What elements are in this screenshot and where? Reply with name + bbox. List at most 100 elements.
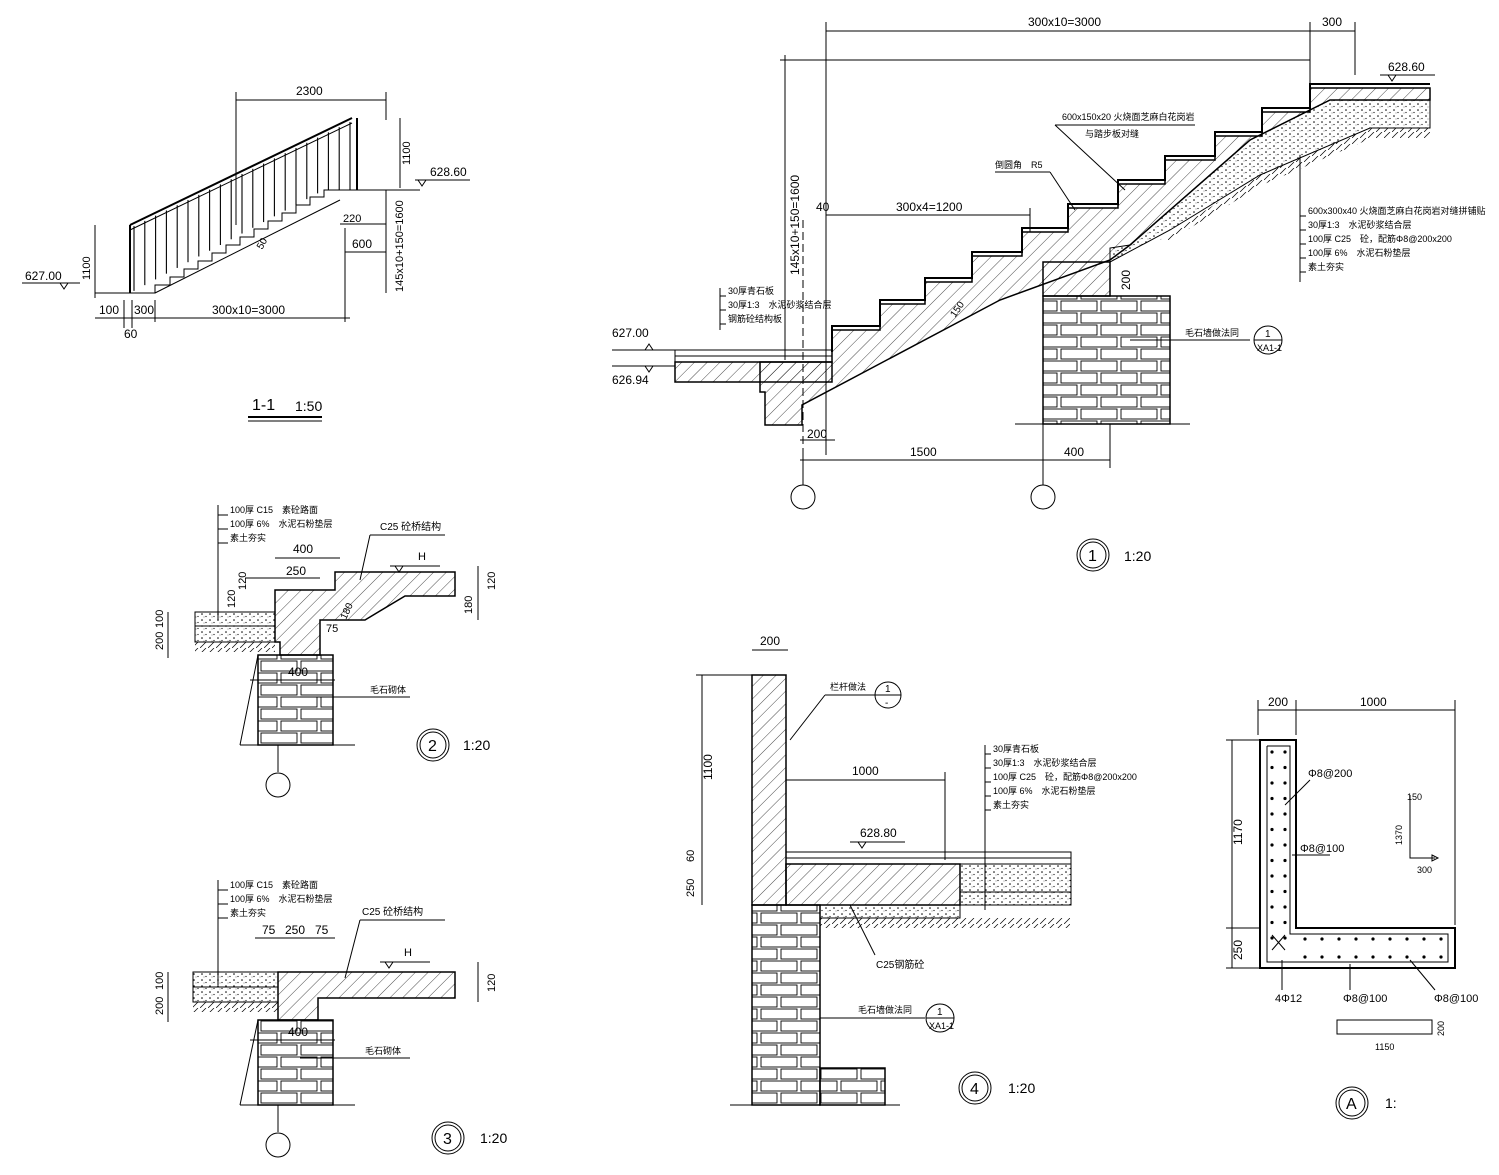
d1-top-end: 300 (1322, 15, 1342, 29)
dim-bottom: 60 (124, 327, 138, 341)
d2-h120b: 120 (226, 590, 238, 608)
d1-ref-num: 1 (1265, 329, 1271, 340)
note-line: 30厚1:3 水泥砂浆结合层 (1308, 219, 1412, 230)
d1-level-top: 628.60 (1388, 60, 1425, 74)
d2-d75: 75 (326, 623, 338, 635)
d3-struct: C25 砼桥结构 (362, 905, 423, 918)
dim-top: 2300 (296, 84, 323, 98)
dA-rebar-1: Φ8@100 (1300, 843, 1344, 855)
stair-profile (125, 189, 420, 294)
dim-right-h: 1100 (401, 141, 413, 165)
note-line: 30厚青石板 (728, 285, 774, 296)
dim-run: 300x10=3000 (212, 303, 285, 317)
dim-rail-h: 1100 (81, 256, 93, 280)
d1-foot3: 400 (1064, 445, 1084, 459)
d1-level-bottom2: 626.94 (612, 373, 649, 387)
d2-h180: 180 (463, 596, 475, 614)
d3-h100: 100 (154, 972, 166, 990)
note-line: 素土夯实 (230, 907, 266, 918)
dim-tread: 600 (352, 237, 372, 251)
d2-title: 2 (428, 738, 437, 755)
section-scale: 1:50 (295, 398, 322, 414)
d4-note-rail: 栏杆做法 (830, 681, 866, 692)
d3-masonry-label: 毛石砌体 (365, 1045, 401, 1056)
d2-bridge-structure (274, 571, 456, 656)
d4-wall (751, 674, 787, 906)
note-line: 100厚 C25 砼，配筋Φ8@200x200 (993, 771, 1137, 782)
dA-scale: 1: (1385, 1095, 1397, 1111)
d2-r120: 120 (486, 572, 498, 590)
level-bottom: 627.00 (25, 269, 62, 283)
d2-h200: 200 (154, 632, 166, 650)
dA-w1000: 1000 (1360, 695, 1387, 709)
d4-level: 628.80 (860, 826, 897, 840)
dim-left1: 100 (99, 303, 119, 317)
note-line: 100厚 6% 水泥石粉垫层 (993, 785, 1096, 796)
dA-bar1-b: 1370 (1394, 825, 1404, 845)
d4-ref-top: 1 (885, 684, 891, 695)
d4-scale: 1:20 (1008, 1080, 1035, 1096)
note-line: 600x300x40 火烧面芝麻白花岗岩对缝拼铺贴 (1308, 205, 1486, 216)
dim-total-h: 145x10+150=1600 (394, 200, 406, 292)
d2-w400: 400 (293, 542, 313, 556)
dA-bar1-a: 150 (1407, 792, 1422, 802)
d1-scale: 1:20 (1124, 548, 1151, 564)
section-title: 1-1 (252, 397, 275, 414)
d4-h250: 250 (685, 879, 697, 897)
detail-A: 200 1000 1170 250 Φ8@200 Φ8@100 4Φ12 Φ8@… (1226, 695, 1478, 1120)
d3-title: 3 (443, 1131, 452, 1148)
dA-bar1-c: 300 (1417, 865, 1432, 875)
note-line: 100厚 C25 砼，配筋Φ8@200x200 (1308, 233, 1452, 244)
note-line: 素土夯实 (1308, 261, 1344, 272)
d1-note-wall: 毛石墙做法同 (1185, 327, 1239, 338)
d3-a250: 250 (285, 923, 305, 937)
dA-rebar-4: Φ8@100 (1434, 993, 1478, 1005)
dA-rebar-2: 4Φ12 (1275, 993, 1302, 1005)
d2-b400: 400 (288, 665, 308, 679)
dA-title: A (1346, 1096, 1357, 1113)
dim-slope: 50 (255, 236, 270, 252)
dim-left2: 300 (134, 303, 154, 317)
note-line: 100厚 6% 水泥石粉垫层 (1308, 247, 1411, 258)
d3-r120: 120 (486, 974, 498, 992)
note-line: 30厚1:3 水泥砂浆结合层 (728, 299, 832, 310)
d2-masonry (257, 654, 334, 746)
dA-rebar-3: Φ8@100 (1343, 993, 1387, 1005)
d3-mark: H (404, 947, 412, 959)
d1-top-run: 300x10=3000 (1028, 15, 1101, 29)
d2-h120a: 120 (237, 572, 249, 590)
note-line: 素土夯实 (230, 532, 266, 543)
section-1-1: 2300 1100 145x10+150=1600 220 600 50 110… (22, 84, 470, 422)
d2-h100: 100 (154, 610, 166, 628)
d2-scale: 1:20 (463, 737, 490, 753)
d1-ref-sheet: XA1-1 (1257, 343, 1282, 353)
d3-a75: 75 (262, 923, 276, 937)
d1-mid-run: 300x4=1200 (896, 200, 963, 214)
railing (129, 117, 358, 293)
note-line: 素土夯实 (993, 799, 1029, 810)
d4-ref-sheet: XA1-1 (929, 1021, 954, 1031)
d3-bridge-structure (277, 971, 456, 1021)
d4-h1100: 1100 (701, 754, 715, 780)
dim-riser: 220 (343, 213, 361, 225)
dA-bar2-len: 1150 (1375, 1042, 1394, 1052)
d1-height: 145x10+150=1600 (788, 175, 802, 275)
d1-note-r5: 倒圆角 R5 (995, 159, 1043, 170)
d4-note-c25: C25钢筋砼 (876, 958, 924, 971)
d4-top: 200 (760, 634, 780, 648)
d1-foot2: 1500 (910, 445, 937, 459)
note-line: 100厚 C15 素砼路面 (230, 504, 318, 515)
dA-h250: 250 (1231, 940, 1245, 960)
d1-note-top1: 600x150x20 火烧面芝麻白花岗岩 (1062, 111, 1195, 122)
d1-offset: 40 (816, 200, 830, 214)
note-line: 30厚青石板 (993, 743, 1039, 754)
d3-masonry (257, 1019, 334, 1106)
d4-note-wall: 毛石墙做法同 (858, 1004, 912, 1015)
d2-mark: H (418, 551, 426, 563)
d1-concrete-bed (1109, 99, 1431, 263)
d4-title: 4 (970, 1081, 979, 1098)
